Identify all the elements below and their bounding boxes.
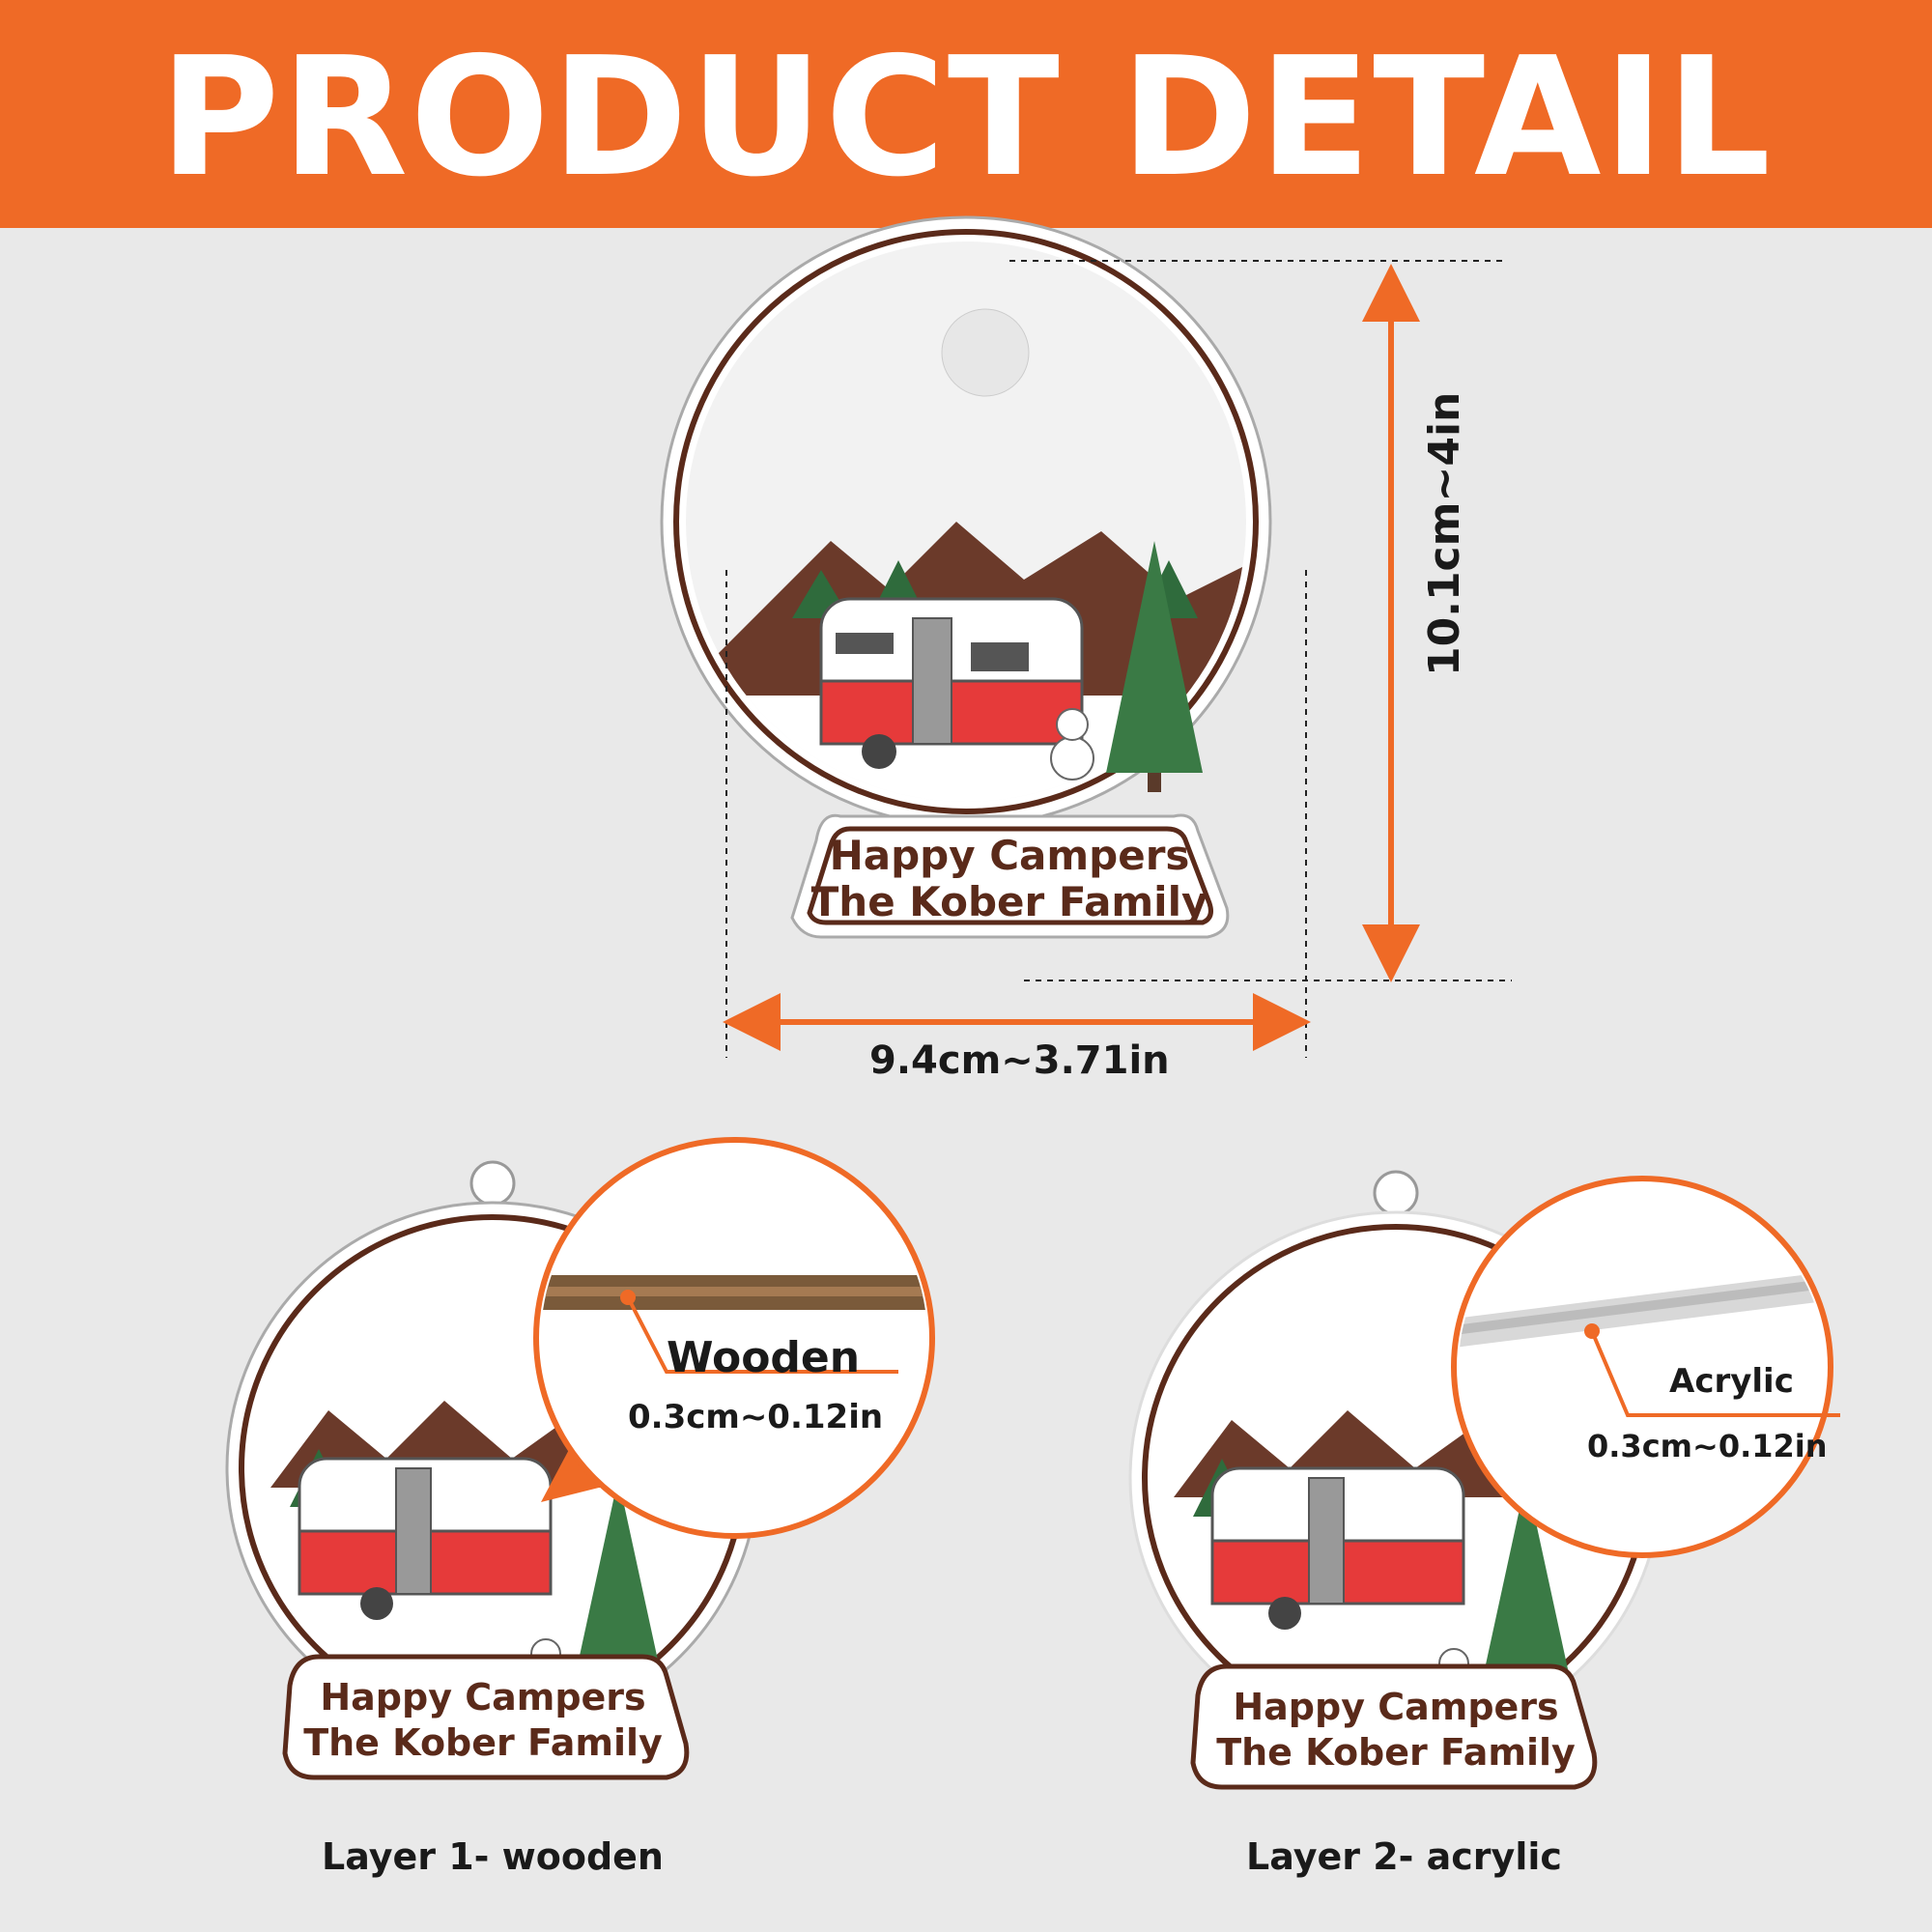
layer-1-caption: Layer 1- wooden	[322, 1835, 664, 1878]
ornament-line1: Happy Campers	[830, 832, 1190, 879]
page-title: PRODUCT DETAIL	[158, 22, 1774, 213]
wooden-ornament-line2: The Kober Family	[303, 1721, 663, 1764]
main-ornament: Happy Campers The Kober Family	[660, 215, 1272, 939]
header-banner: PRODUCT DETAIL	[0, 0, 1932, 228]
acrylic-ornament-line1: Happy Campers	[1233, 1686, 1558, 1728]
wooden-callout	[533, 1137, 935, 1539]
dimension-lines	[725, 260, 1512, 1058]
acrylic-thickness-label: 0.3cm~0.12in	[1587, 1428, 1828, 1464]
height-label: 10.1cm~4in	[1420, 391, 1469, 676]
acrylic-callout	[1451, 1176, 1840, 1558]
layer-2-caption: Layer 2- acrylic	[1246, 1835, 1562, 1878]
wooden-ornament-line1: Happy Campers	[320, 1676, 645, 1719]
width-label: 9.4cm~3.71in	[869, 1038, 1170, 1083]
wooden-thickness-label: 0.3cm~0.12in	[628, 1398, 884, 1436]
acrylic-material-label: Acrylic	[1669, 1362, 1794, 1401]
acrylic-ornament-line2: The Kober Family	[1216, 1731, 1576, 1774]
ornament-line2: The Kober Family	[811, 878, 1208, 925]
wooden-material-label: Wooden	[667, 1333, 861, 1382]
